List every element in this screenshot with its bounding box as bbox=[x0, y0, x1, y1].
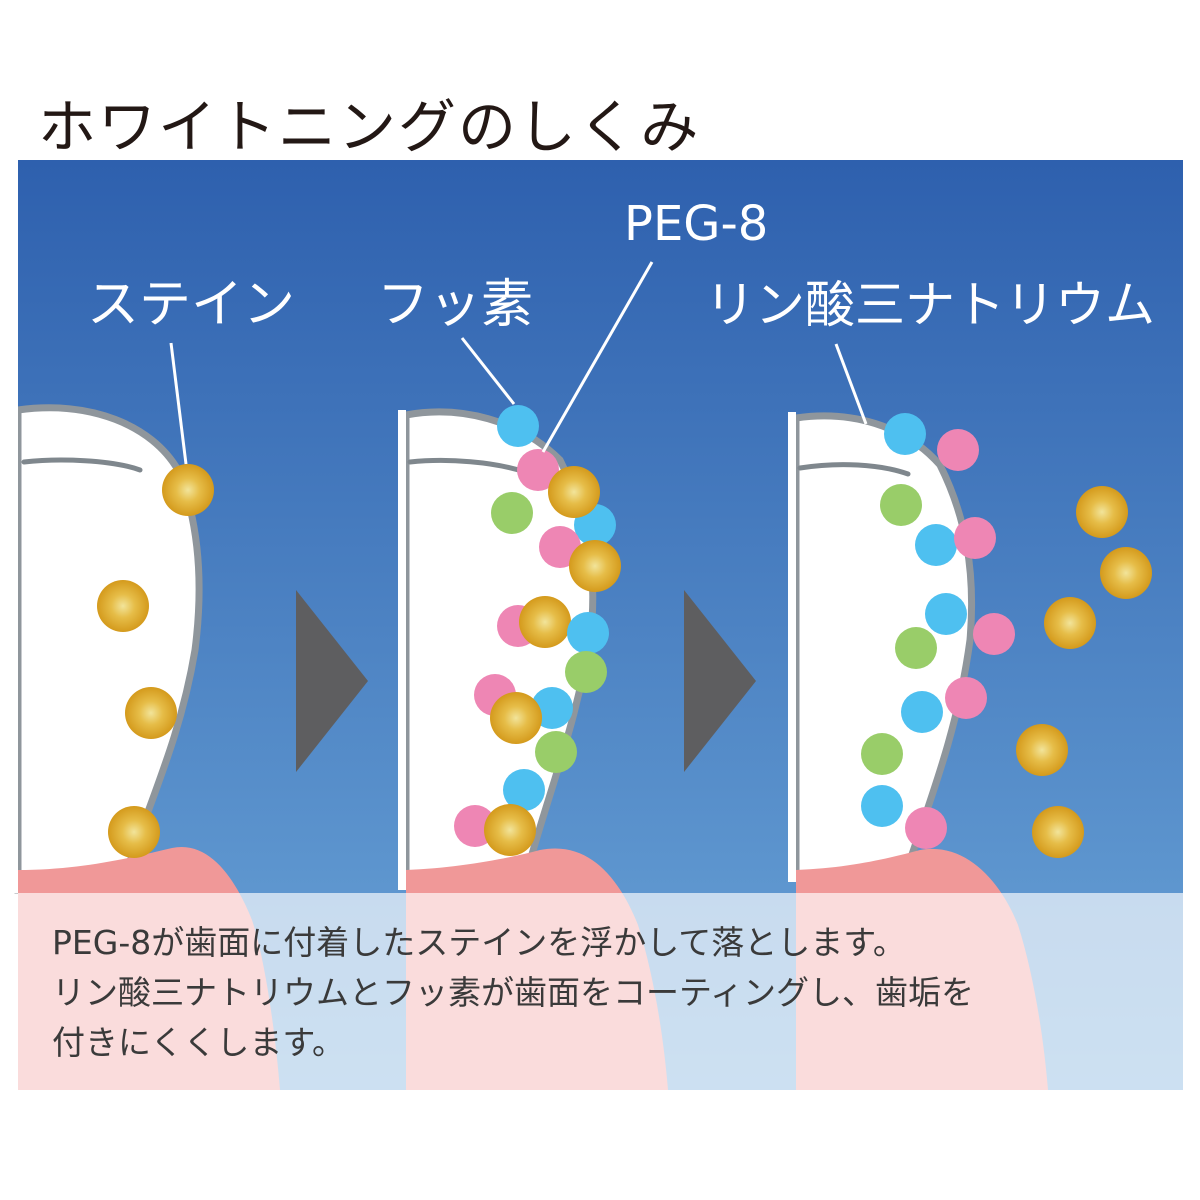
stain-particle bbox=[519, 596, 571, 648]
label-stain: ステイン bbox=[87, 275, 295, 335]
stain-particle bbox=[97, 580, 149, 632]
label-trisodium-phosphate: リン酸三ナトリウム bbox=[705, 276, 1155, 334]
trisodium-phosphate-particle bbox=[535, 731, 577, 773]
peg8-leader-line bbox=[541, 261, 654, 453]
trisodium-phosphate-particle bbox=[895, 627, 937, 669]
stain-particle bbox=[108, 806, 160, 858]
stain-particle bbox=[1032, 806, 1084, 858]
trisodium-phosphate-leader-line bbox=[834, 343, 868, 425]
fluoride-particle bbox=[884, 413, 926, 455]
arrow-right-1 bbox=[296, 590, 368, 772]
peg8-particle bbox=[954, 517, 996, 559]
caption-line-2: リン酸三ナトリウムとフッ素が歯面をコーティングし、歯垢を bbox=[52, 973, 975, 1012]
page-title: ホワイトニングのしくみ bbox=[38, 93, 701, 161]
arrow-right-2 bbox=[684, 590, 756, 772]
peg8-particle bbox=[517, 449, 559, 491]
fluoride-particle bbox=[497, 405, 539, 447]
fluoride-particle bbox=[861, 785, 903, 827]
stain-particle bbox=[1044, 597, 1096, 649]
trisodium-phosphate-particle bbox=[491, 492, 533, 534]
stain-particle bbox=[1076, 486, 1128, 538]
caption-line-3: 付きにくくします。 bbox=[52, 1023, 346, 1062]
fluoride-particle bbox=[925, 593, 967, 635]
stain-particle bbox=[548, 466, 600, 518]
peg8-particle bbox=[905, 807, 947, 849]
fluoride-leader-line bbox=[460, 337, 516, 405]
tooth-1-gumline-mark bbox=[21, 457, 143, 473]
tooth-3-gumline-mark bbox=[797, 462, 911, 477]
tooth-1 bbox=[14, 404, 203, 894]
caption: PEG-8が歯面に付着したステインを浮かして落とします。 リン酸三ナトリウムとフ… bbox=[52, 918, 1162, 1068]
peg8-particle bbox=[973, 613, 1015, 655]
label-fluoride: フッ素 bbox=[377, 275, 533, 335]
stain-particle bbox=[162, 464, 214, 516]
stain-particle bbox=[484, 804, 536, 856]
caption-line-1: PEG-8が歯面に付着したステインを浮かして落とします。 bbox=[52, 923, 906, 962]
stain-particle bbox=[490, 692, 542, 744]
stain-particle bbox=[125, 687, 177, 739]
fluoride-particle bbox=[567, 612, 609, 654]
trisodium-phosphate-particle bbox=[861, 733, 903, 775]
fluoride-particle bbox=[915, 524, 957, 566]
trisodium-phosphate-particle bbox=[880, 484, 922, 526]
tooth-2-gumline-mark bbox=[407, 457, 528, 475]
peg8-particle bbox=[945, 677, 987, 719]
label-peg8: PEG-8 bbox=[624, 196, 768, 252]
trisodium-phosphate-particle bbox=[565, 651, 607, 693]
stain-particle bbox=[569, 540, 621, 592]
peg8-particle bbox=[937, 429, 979, 471]
stain-particle bbox=[1016, 724, 1068, 776]
fluoride-particle bbox=[503, 769, 545, 811]
fluoride-particle bbox=[901, 691, 943, 733]
caption-band bbox=[18, 893, 1183, 1090]
stain-leader-line bbox=[169, 342, 188, 465]
stain-particle bbox=[1100, 547, 1152, 599]
